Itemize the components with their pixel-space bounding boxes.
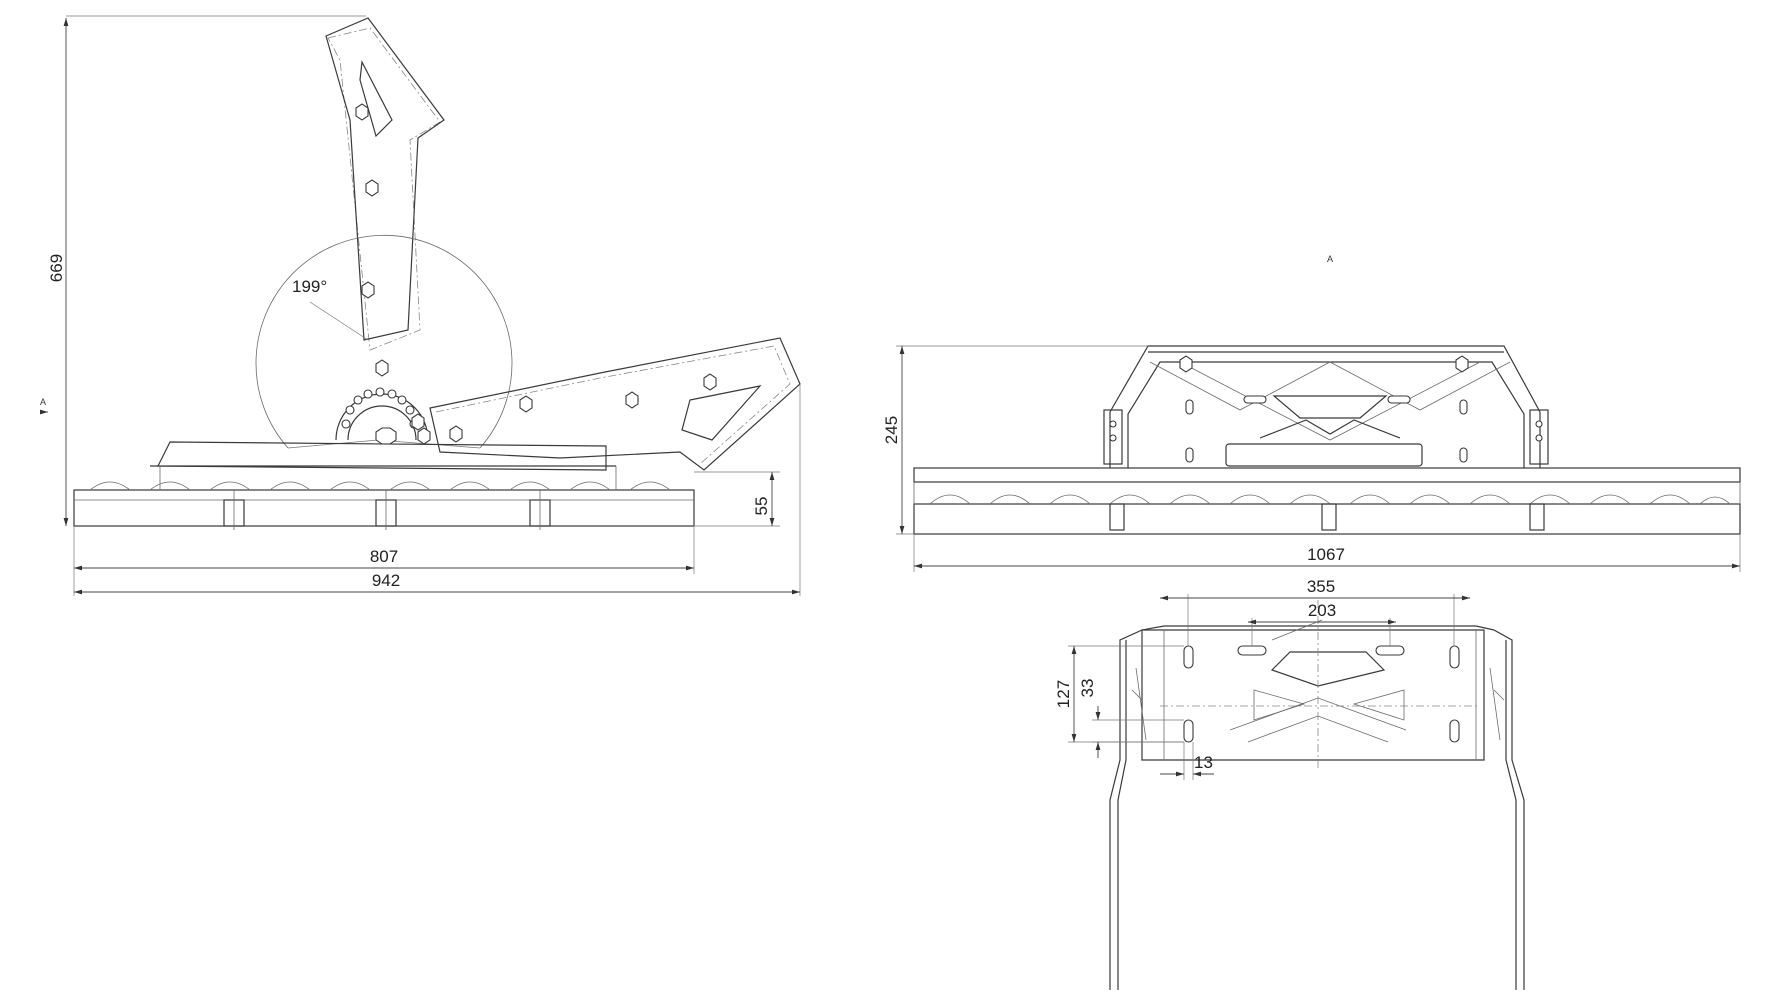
- bracket-dimensions: 355 203 127 33 13: [1054, 577, 1470, 780]
- body-length-dimension-label: 807: [370, 547, 398, 566]
- body-height-dimension-label: 55: [752, 497, 771, 516]
- bracket-plate: [1109, 600, 1525, 990]
- side-view: 669 199° 55 807 942 A: [39, 15, 801, 596]
- outer-hole-spacing-label: 355: [1307, 577, 1335, 596]
- angle-dimension-label: 199°: [292, 277, 327, 296]
- front-length-dimension-label: 1067: [1307, 545, 1345, 564]
- inner-hole-spacing-label: 203: [1308, 601, 1336, 620]
- side-view-dimensions: 669 199° 55 807 942 A: [39, 15, 801, 596]
- front-height-dimension-label: 245: [882, 416, 901, 444]
- slot-length-label: 33: [1078, 679, 1097, 698]
- mounting-bracket-front: [1103, 345, 1549, 468]
- bracket-detail-view: 355 203 127 33 13: [1054, 577, 1525, 990]
- height-dimension-label: 669: [47, 254, 66, 282]
- rotation-arc: [255, 235, 513, 449]
- raised-mounting-arm: [325, 17, 445, 377]
- view-direction-marker: A: [40, 397, 46, 407]
- pivot-hub: [335, 387, 431, 445]
- front-view-dimensions: 245 1067: [882, 345, 1741, 572]
- front-view: A: [882, 254, 1741, 572]
- slot-width-label: 13: [1194, 753, 1213, 772]
- vertical-spacing-label: 127: [1054, 680, 1073, 708]
- overall-length-dimension-label: 942: [372, 571, 400, 590]
- lowered-mounting-arm: [429, 337, 801, 471]
- front-view-label: A: [1327, 254, 1333, 264]
- luminaire-body-front: [913, 467, 1741, 535]
- luminaire-body-side: [73, 441, 695, 530]
